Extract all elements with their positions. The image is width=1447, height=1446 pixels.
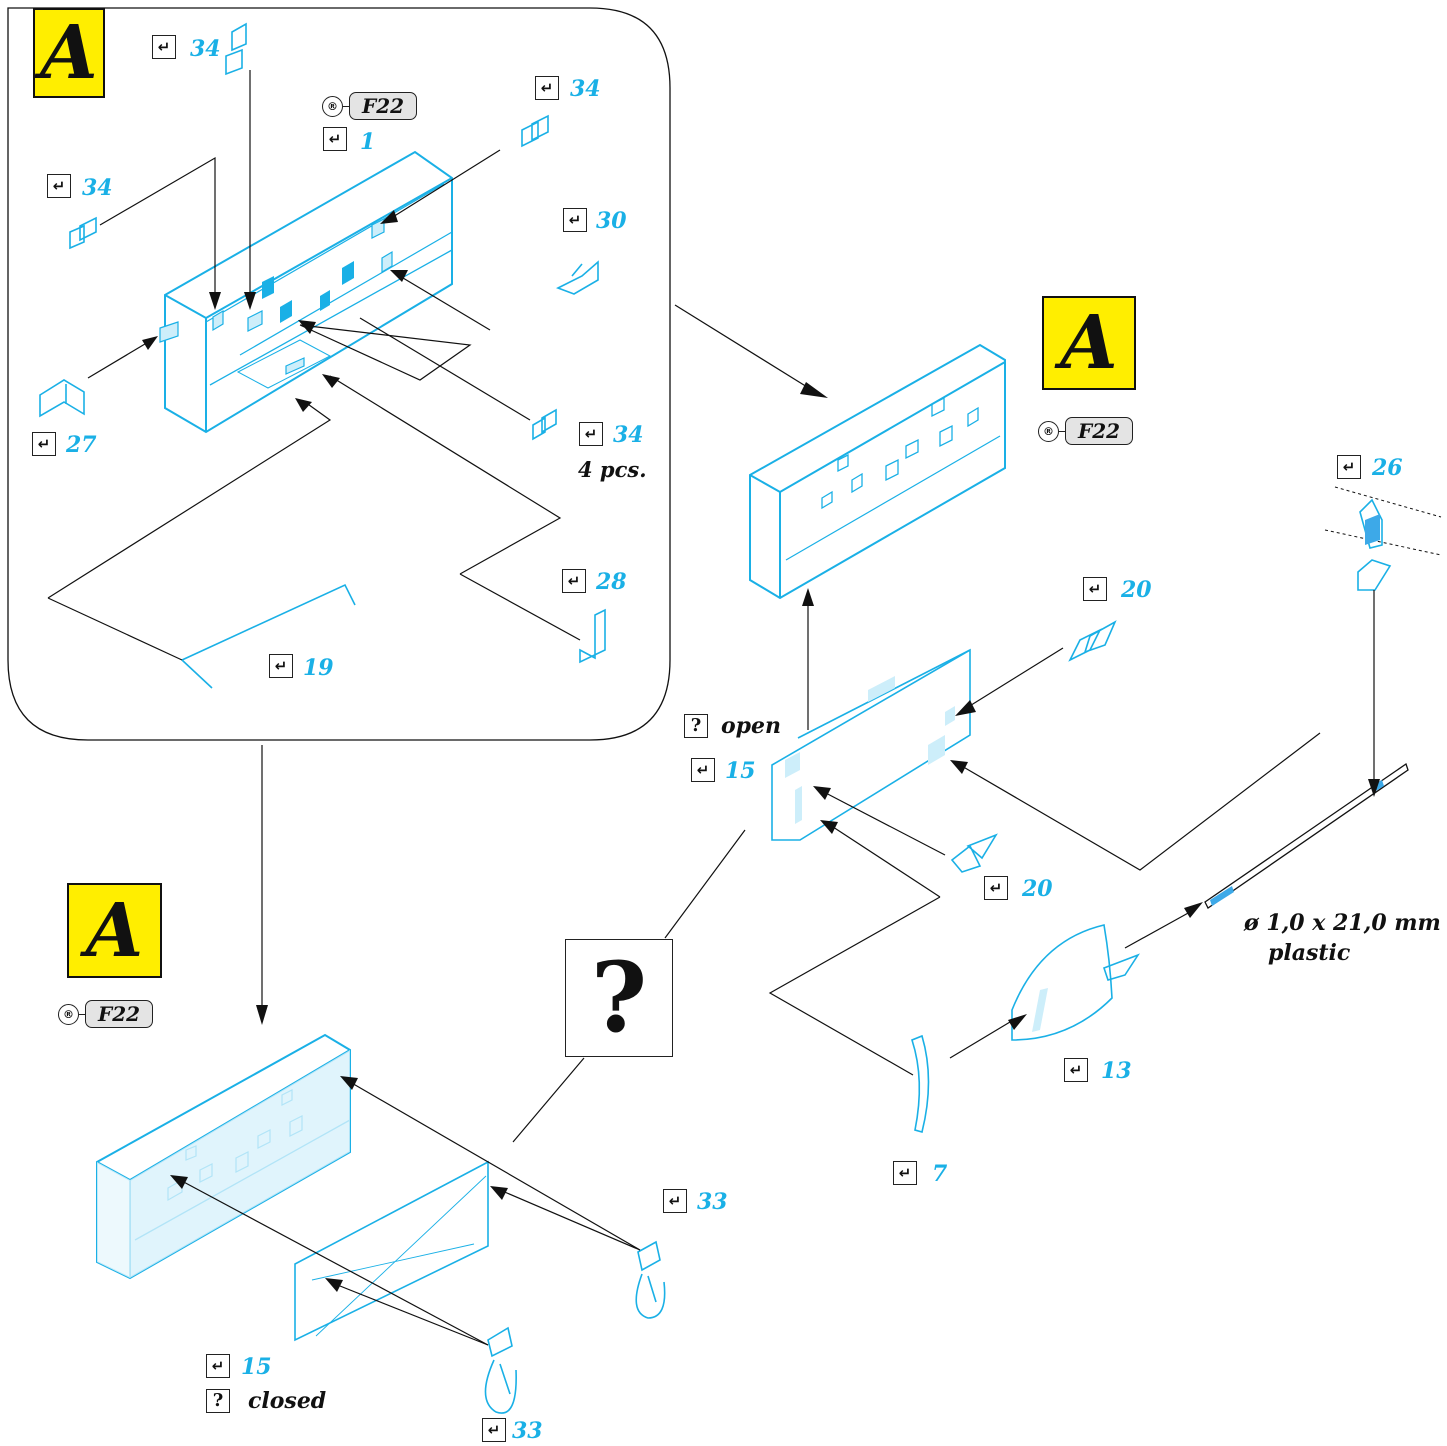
state-closed-label: closed — [248, 1388, 327, 1414]
bend-arrow-icon: ↵ — [691, 758, 715, 782]
part-label-7: 7 — [932, 1161, 948, 1187]
registered-icon: ® — [58, 1003, 79, 1025]
right-parts — [294, 498, 1392, 1342]
bend-arrow-icon: ↵ — [206, 1354, 230, 1378]
bend-arrow-icon: ↵ — [152, 35, 176, 59]
paint-code: F22 — [349, 92, 418, 120]
inset-frame — [7, 7, 671, 741]
question-box-large: ? — [565, 939, 673, 1057]
lid-open — [771, 648, 971, 841]
part-label-33: 33 — [512, 1418, 543, 1444]
paint-code: F22 — [1065, 417, 1134, 445]
part-label-15: 15 — [241, 1354, 272, 1380]
inset-small-parts — [39, 22, 606, 689]
registered-icon: ® — [322, 95, 343, 117]
part-label-28: 28 — [596, 569, 627, 595]
bend-arrow-icon: ↵ — [1064, 1058, 1088, 1082]
bend-arrow-icon: ↵ — [535, 76, 559, 100]
inset-leaders — [47, 70, 581, 661]
bend-arrow-icon: ↵ — [1083, 577, 1107, 601]
part-label-19: 19 — [303, 655, 334, 681]
toolbox-assembled — [749, 343, 1006, 600]
part-label-34: 34 — [570, 76, 601, 102]
part-label-26: 26 — [1372, 455, 1403, 481]
rod-plastic — [1204, 762, 1409, 909]
part-label-30: 30 — [596, 208, 627, 234]
part-label-27: 27 — [66, 432, 97, 458]
bend-arrow-icon: ↵ — [269, 654, 293, 678]
part-label-34: 34 — [82, 175, 113, 201]
inset-holes — [262, 261, 354, 323]
assembly-marker-right: A — [1042, 296, 1136, 390]
part-label-34: 34 — [613, 422, 644, 448]
assembly-marker-bottom: A — [67, 883, 162, 978]
bend-arrow-icon: ↵ — [893, 1161, 917, 1185]
bend-arrow-icon: ↵ — [562, 569, 586, 593]
part-label-1: 1 — [360, 129, 376, 155]
part-label-20: 20 — [1022, 876, 1053, 902]
bend-arrow-icon: ↵ — [482, 1418, 506, 1442]
bend-arrow-icon: ↵ — [47, 174, 71, 198]
bottom-leaders — [179, 1081, 641, 1346]
question-icon: ? — [684, 714, 708, 738]
bend-arrow-icon: ↵ — [323, 127, 347, 151]
paint-ref-inset: ® F22 — [322, 92, 418, 120]
paint-code: F22 — [85, 1000, 154, 1028]
question-icon: ? — [206, 1389, 230, 1413]
bend-arrow-icon: ↵ — [563, 208, 587, 232]
assembly-marker-inset: A — [33, 8, 105, 98]
latches — [484, 1240, 666, 1414]
registered-icon: ® — [1038, 420, 1059, 442]
bend-arrow-icon: ↵ — [32, 432, 56, 456]
part-label-20: 20 — [1121, 577, 1152, 603]
quantity-label: 4 pcs. — [578, 457, 647, 482]
part-label-15: 15 — [725, 758, 756, 784]
rod-dimension-label: ø 1,0 x 21,0 mm — [1244, 910, 1441, 936]
rod-material-label: plastic — [1268, 940, 1351, 966]
bend-arrow-icon: ↵ — [984, 876, 1008, 900]
part-label-34: 34 — [190, 36, 221, 62]
bend-arrow-icon: ↵ — [663, 1189, 687, 1213]
bend-arrow-icon: ↵ — [1337, 455, 1361, 479]
state-open-label: open — [721, 713, 782, 739]
paint-ref-bottom: ® F22 — [58, 1000, 154, 1028]
part-label-33: 33 — [697, 1189, 728, 1215]
part-label-13: 13 — [1101, 1058, 1132, 1084]
bend-arrow-icon: ↵ — [579, 422, 603, 446]
paint-ref-right: ® F22 — [1038, 417, 1134, 445]
inset-toolbox — [164, 150, 453, 434]
inset-handle-slot — [236, 339, 332, 389]
right-leaders — [512, 590, 1375, 1143]
